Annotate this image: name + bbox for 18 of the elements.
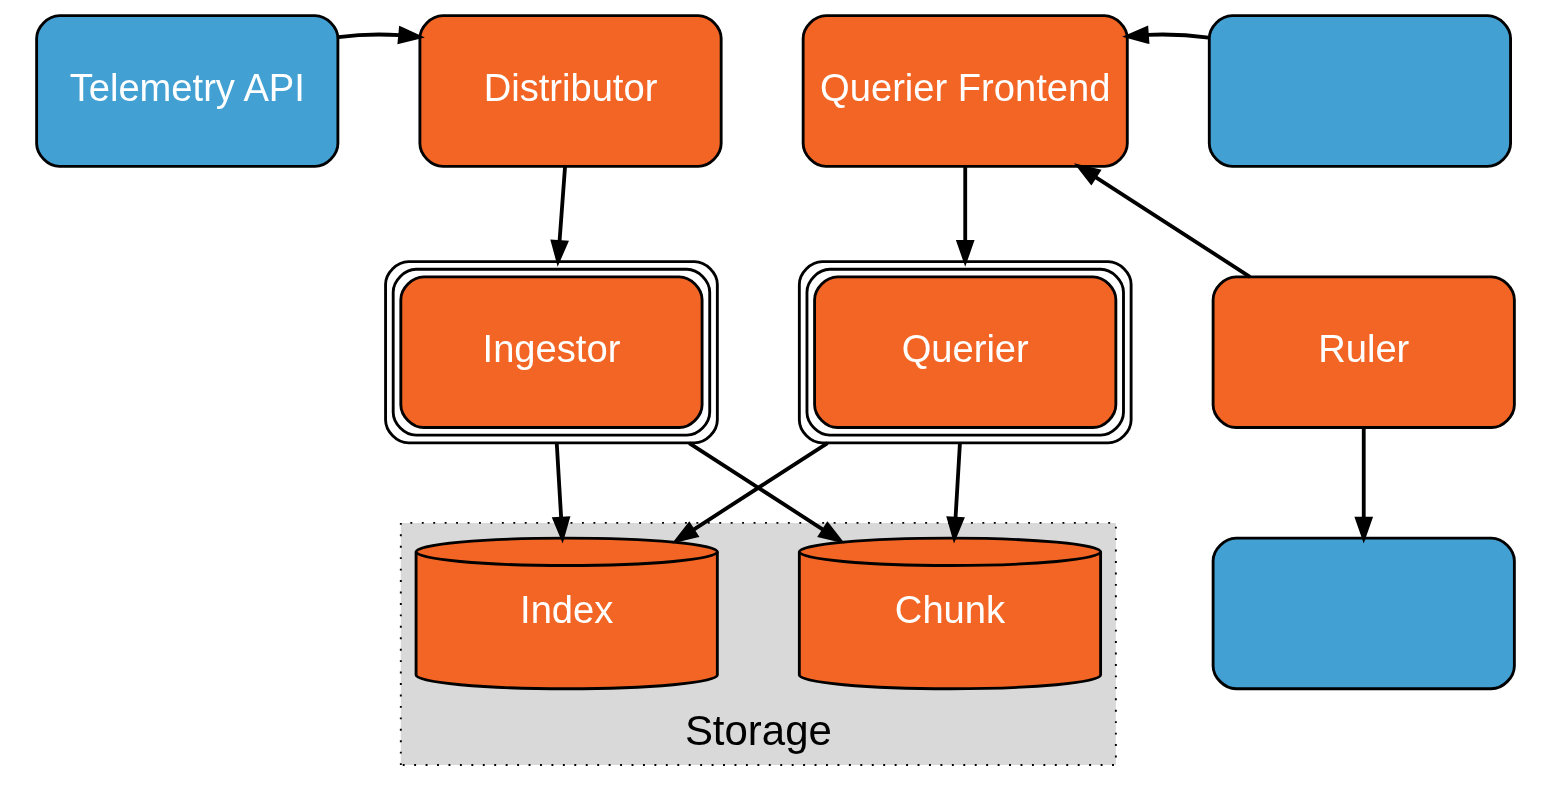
node-box bbox=[1211, 536, 1516, 691]
node-box: Ingestor bbox=[384, 260, 719, 445]
node-box: Ruler bbox=[1211, 275, 1516, 429]
arrow bbox=[671, 441, 829, 544]
node-box bbox=[1207, 14, 1512, 168]
arrow bbox=[1354, 427, 1374, 544]
node-box: Distributor bbox=[418, 14, 723, 168]
arrow bbox=[1074, 163, 1251, 279]
arrow bbox=[551, 443, 571, 544]
arrow bbox=[338, 25, 425, 45]
arrow bbox=[955, 166, 975, 267]
arrow bbox=[550, 166, 569, 267]
node-box: Querier bbox=[797, 260, 1133, 445]
arrow bbox=[1122, 25, 1209, 45]
arrow bbox=[688, 441, 845, 544]
node-box: Telemetry API bbox=[35, 14, 340, 168]
node-box: Querier Frontend bbox=[801, 14, 1129, 168]
arrow bbox=[946, 443, 965, 544]
